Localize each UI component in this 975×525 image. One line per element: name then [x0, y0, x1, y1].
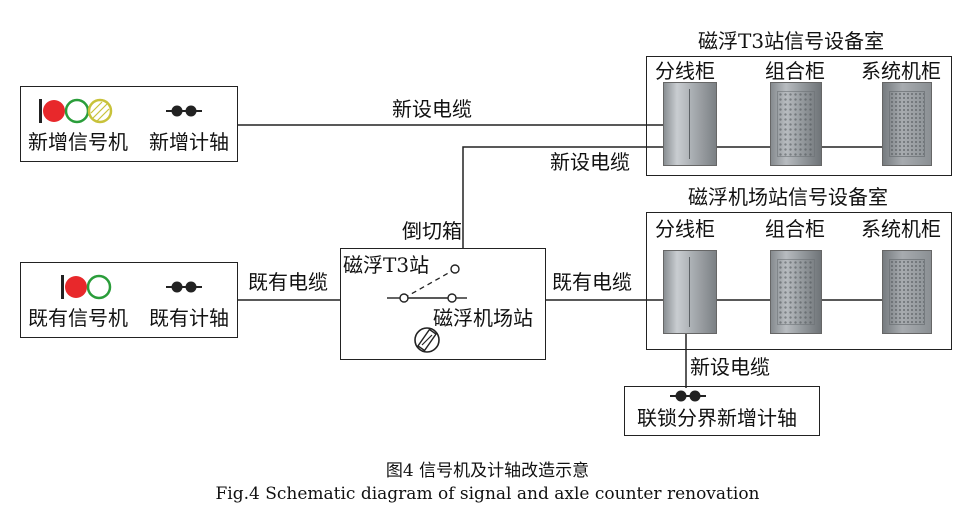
new-signal-box: 新增信号机 新增计轴 — [20, 86, 238, 162]
new-cable-label-mid: 新设电缆 — [550, 150, 630, 174]
bottom-cabinet-label-combination: 组合柜 — [765, 217, 825, 241]
caption-cn: 图4 信号机及计轴改造示意 — [385, 461, 590, 481]
switch-handle-icon — [414, 327, 440, 353]
new-cable-label-top: 新设电缆 — [392, 97, 472, 121]
top-cabinet-label-distribution: 分线柜 — [655, 59, 715, 83]
existing-cable-label-right: 既有电缆 — [552, 270, 632, 294]
bottom-combination-cabinet — [770, 250, 822, 334]
top-combination-cabinet — [770, 82, 822, 166]
new-signal-label: 新增信号机 — [28, 130, 128, 154]
interlock-axle-icon — [670, 390, 706, 402]
new-cable-label-bottom: 新设电缆 — [690, 355, 770, 379]
top-distribution-cabinet — [663, 82, 717, 166]
bottom-distribution-cabinet — [663, 250, 717, 334]
existing-cable-label-left: 既有电缆 — [248, 270, 328, 294]
existing-axle-icon — [166, 281, 202, 293]
existing-signal-icon — [61, 274, 112, 300]
bottom-cabinet-label-system: 系统机柜 — [861, 217, 941, 241]
interlock-axle-label: 联锁分界新增计轴 — [637, 406, 797, 430]
top-room-title: 磁浮T3站信号设备室 — [698, 29, 885, 53]
existing-signal-box: 既有信号机 既有计轴 — [20, 262, 238, 338]
switch-box: 磁浮T3站 磁浮机场站 — [340, 248, 546, 360]
bottom-room: 分线柜 组合柜 系统机柜 — [646, 212, 952, 350]
switch-icon — [387, 264, 467, 303]
caption-en: Fig.4 Schematic diagram of signal and ax… — [215, 484, 760, 504]
new-cable-line-mid — [462, 146, 663, 248]
switch-box-title: 倒切箱 — [402, 219, 462, 243]
new-signal-icon — [39, 98, 113, 124]
top-system-cabinet — [882, 82, 932, 166]
interlock-axle-box: 联锁分界新增计轴 — [624, 386, 820, 436]
new-axle-label: 新增计轴 — [149, 130, 229, 154]
existing-signal-label: 既有信号机 — [28, 306, 128, 330]
switch-pos-airport-label: 磁浮机场站 — [433, 306, 533, 330]
top-room: 分线柜 组合柜 系统机柜 — [646, 56, 952, 176]
bottom-cabinet-label-distribution: 分线柜 — [655, 217, 715, 241]
new-axle-icon — [166, 105, 202, 117]
bottom-room-title: 磁浮机场站信号设备室 — [688, 185, 888, 209]
switch-pos-t3-label: 磁浮T3站 — [343, 253, 430, 277]
existing-axle-label: 既有计轴 — [149, 306, 229, 330]
bottom-system-cabinet — [882, 250, 932, 334]
top-cabinet-label-combination: 组合柜 — [765, 59, 825, 83]
top-cabinet-label-system: 系统机柜 — [861, 59, 941, 83]
